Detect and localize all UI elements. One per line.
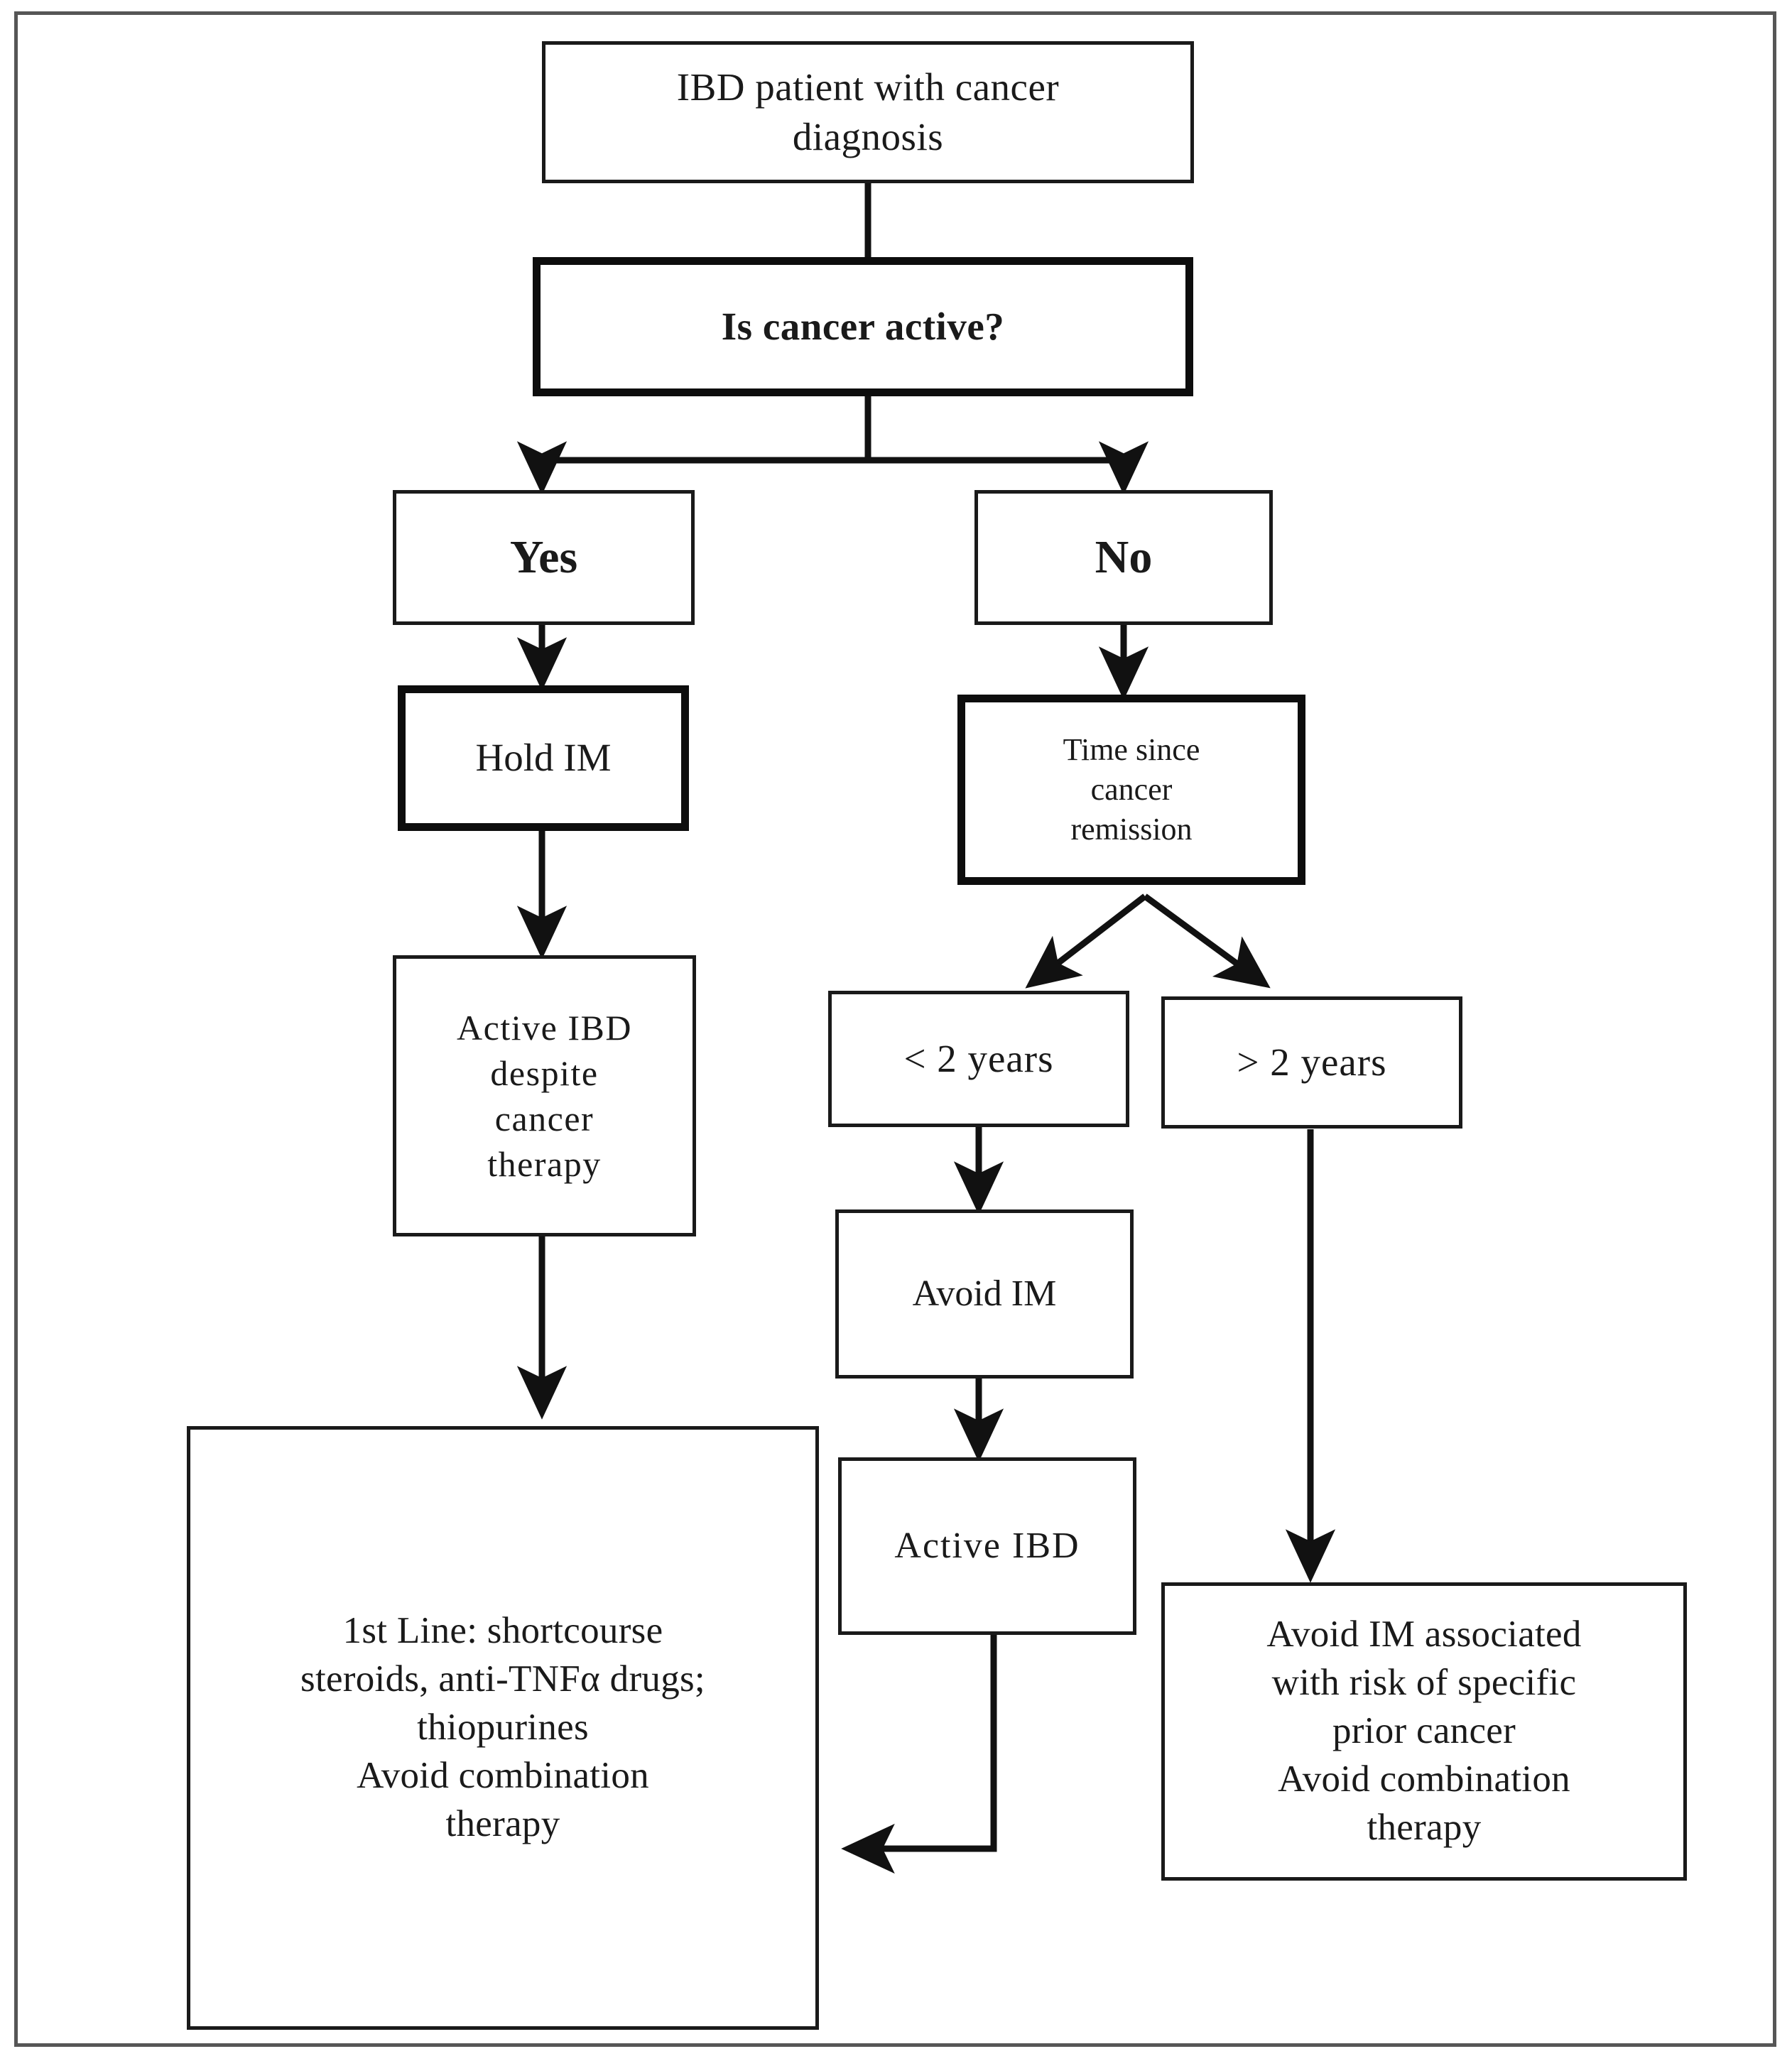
- node-time-since-cancer-remission[interactable]: Time since cancer remission: [957, 695, 1305, 885]
- node-start[interactable]: IBD patient with cancer diagnosis: [542, 41, 1194, 183]
- node-active-ibd-label: Active IBD: [894, 1525, 1080, 1566]
- node-active-ibd-despite-cancer-therapy-label: Active IBD despite cancer therapy: [457, 1008, 632, 1184]
- node-yes[interactable]: Yes: [393, 490, 695, 625]
- node-first-line-therapy[interactable]: 1st Line: shortcourse steroids, anti-TNF…: [187, 1426, 819, 2030]
- node-hold-im[interactable]: Hold IM: [398, 685, 689, 831]
- node-active-ibd[interactable]: Active IBD: [838, 1457, 1136, 1635]
- node-no-label: No: [1095, 531, 1153, 583]
- node-no[interactable]: No: [974, 490, 1273, 625]
- node-gt-2-years[interactable]: > 2 years: [1161, 996, 1462, 1129]
- node-active-ibd-despite-cancer-therapy[interactable]: Active IBD despite cancer therapy: [393, 955, 696, 1236]
- node-first-line-therapy-label: 1st Line: shortcourse steroids, anti-TNF…: [300, 1610, 705, 1844]
- node-avoid-im-risk-prior-cancer-label: Avoid IM associated with risk of specifi…: [1266, 1614, 1582, 1848]
- node-is-cancer-active[interactable]: Is cancer active?: [533, 257, 1193, 396]
- node-lt-2-years-label: < 2 years: [903, 1036, 1054, 1080]
- node-start-label: IBD patient with cancer diagnosis: [676, 65, 1060, 158]
- node-gt-2-years-label: > 2 years: [1237, 1040, 1387, 1084]
- node-avoid-im[interactable]: Avoid IM: [835, 1209, 1134, 1379]
- node-yes-label: Yes: [509, 531, 578, 583]
- node-lt-2-years[interactable]: < 2 years: [828, 991, 1129, 1127]
- node-time-since-cancer-remission-label: Time since cancer remission: [1063, 732, 1200, 847]
- node-hold-im-label: Hold IM: [475, 736, 612, 780]
- node-is-cancer-active-label: Is cancer active?: [721, 304, 1005, 348]
- node-avoid-im-risk-prior-cancer[interactable]: Avoid IM associated with risk of specifi…: [1161, 1582, 1687, 1881]
- node-avoid-im-label: Avoid IM: [912, 1273, 1057, 1314]
